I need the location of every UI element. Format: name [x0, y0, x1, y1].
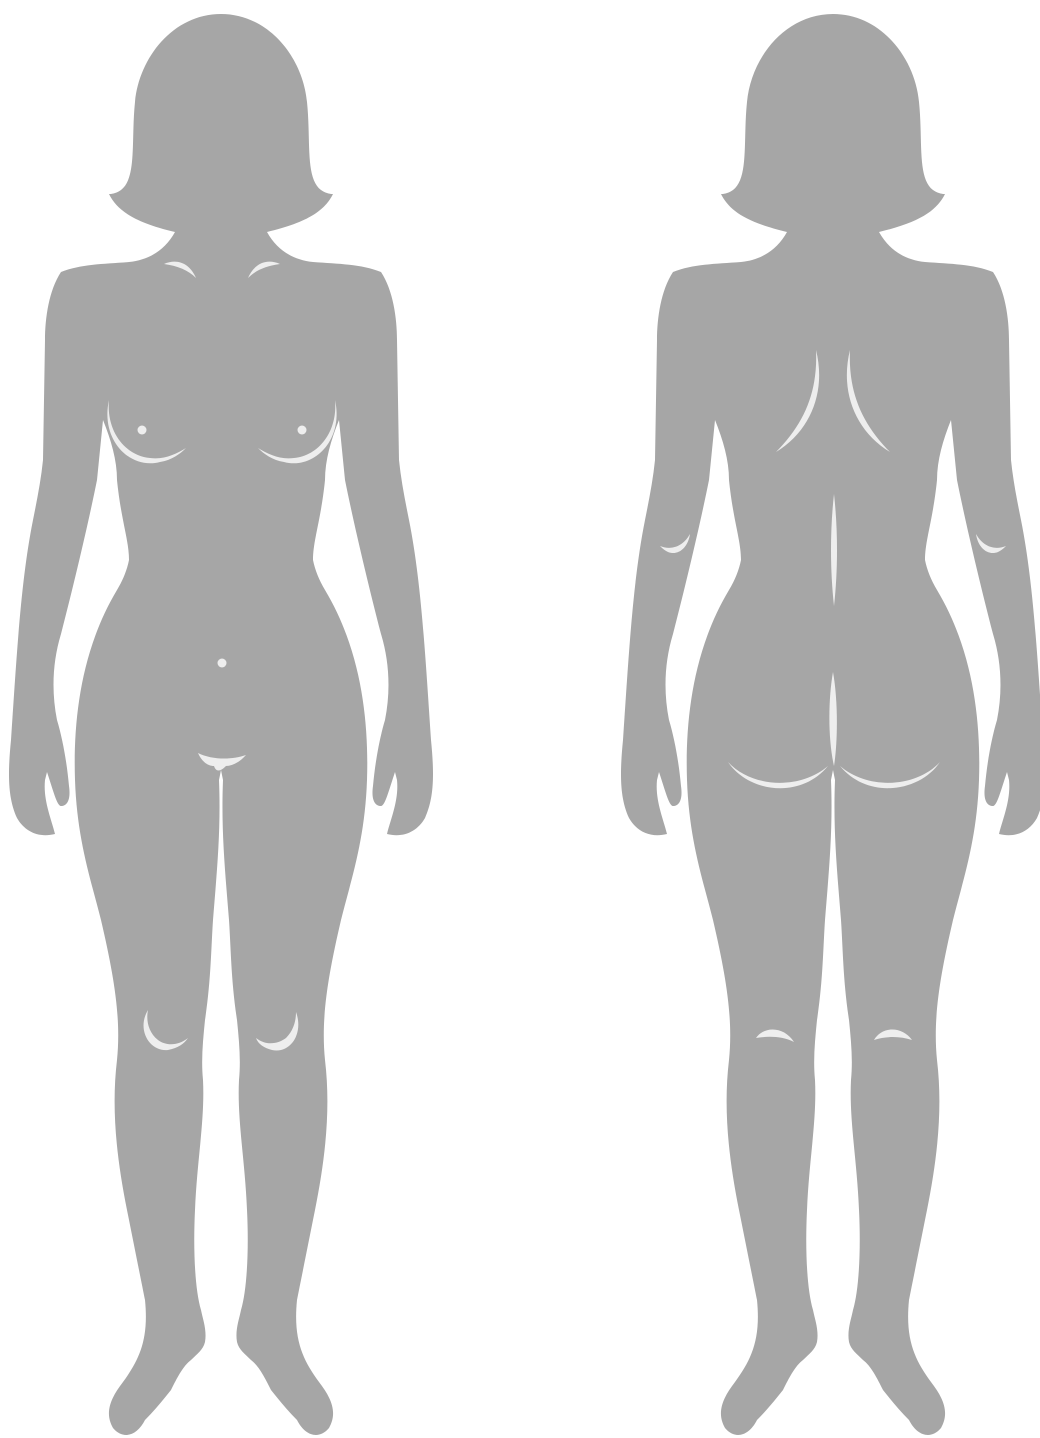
- front-right-nipple-dot: [298, 426, 307, 435]
- front-navel-dot: [218, 659, 227, 668]
- front-view: [9, 14, 433, 1435]
- front-left-nipple-dot: [138, 426, 147, 435]
- front-body-silhouette: [9, 14, 433, 1435]
- back-view: [621, 14, 1040, 1435]
